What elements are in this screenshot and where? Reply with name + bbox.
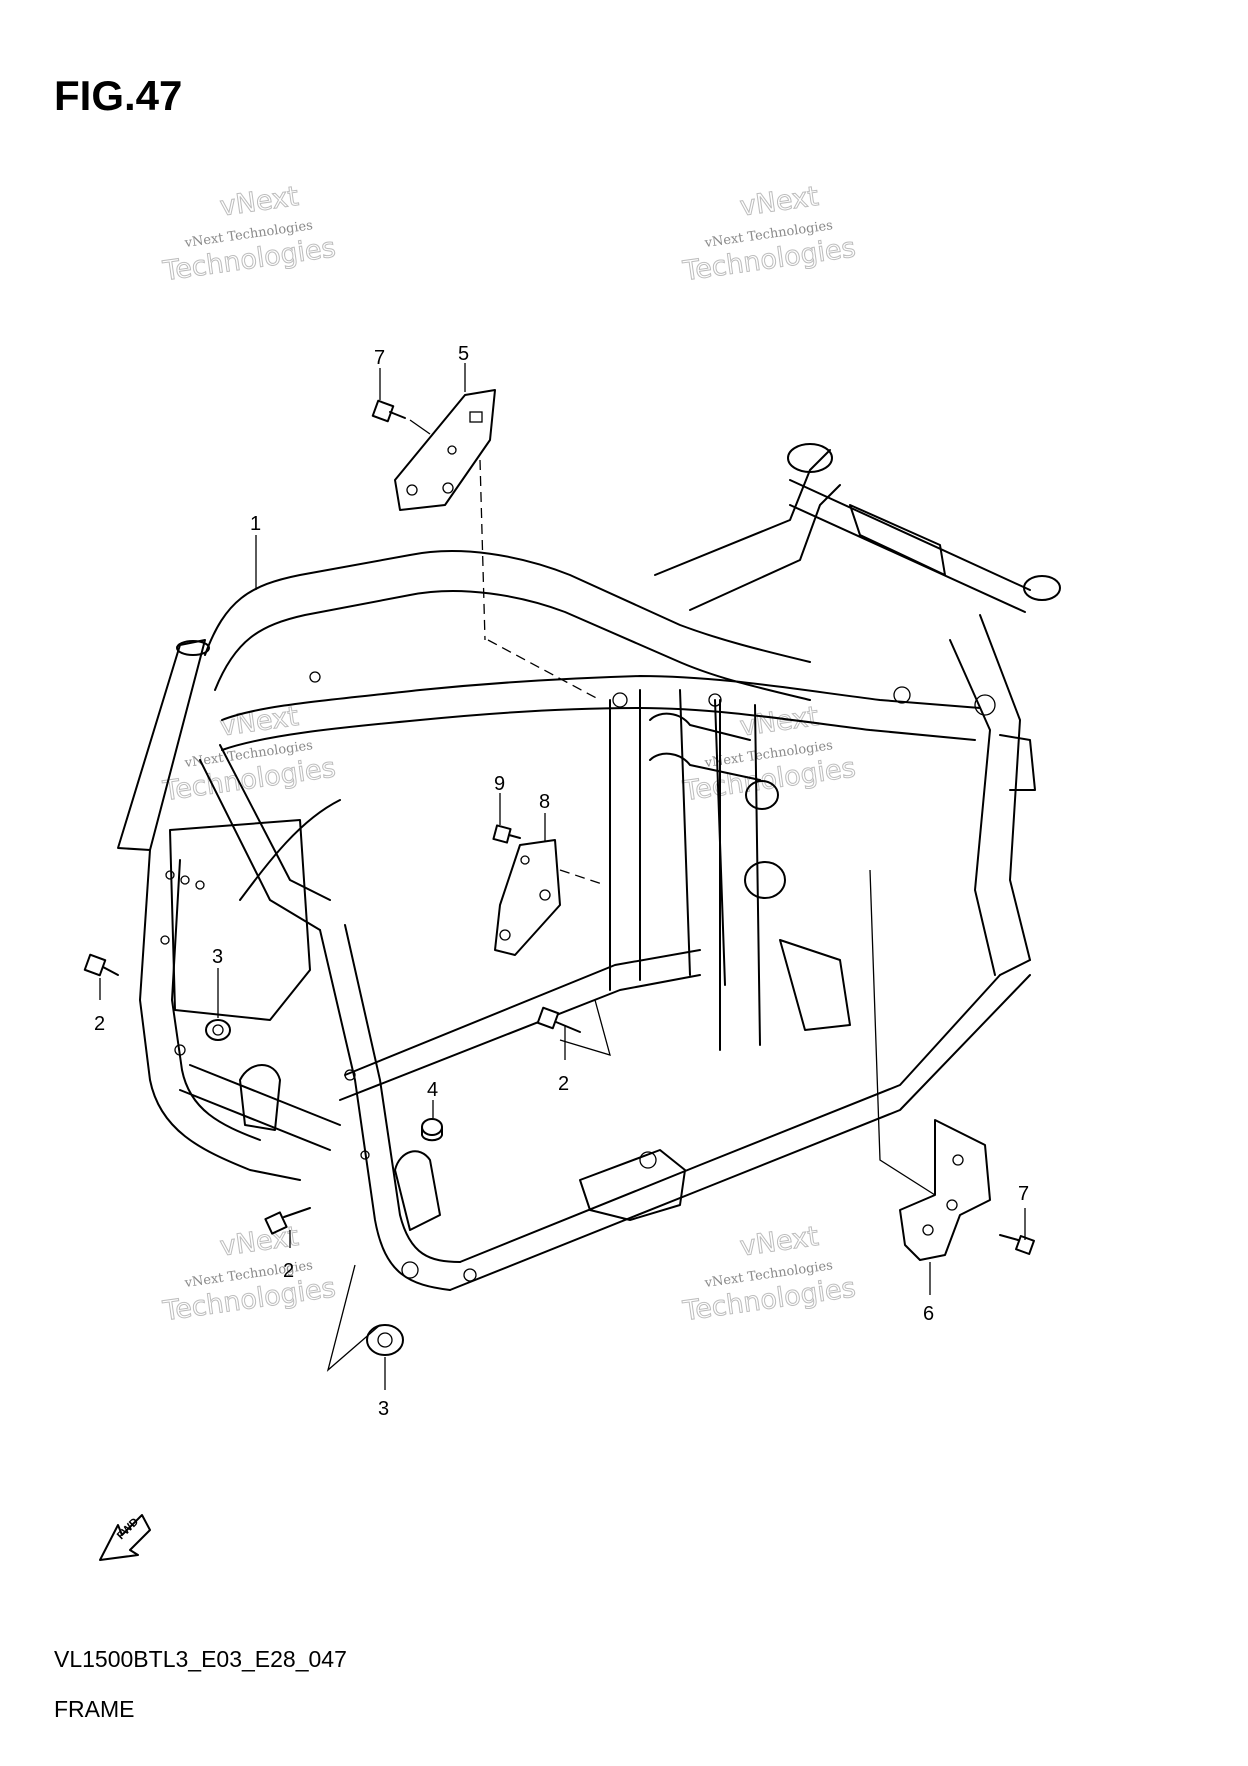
watermark-text: vNext — [218, 181, 300, 223]
leader-6-line — [869, 869, 936, 1196]
part-2-bolt-center — [536, 1006, 581, 1033]
part-2-bolt-bottom — [264, 1207, 311, 1235]
part-7-bolt-lower — [999, 1234, 1035, 1255]
leader-7-top-line — [409, 419, 431, 435]
callout-leaders — [99, 363, 1026, 1390]
dash-line-8 — [559, 869, 606, 886]
callout-2-left: 2 — [94, 1013, 105, 1035]
watermark-text: vNext — [738, 181, 820, 223]
part-5-bracket — [394, 389, 496, 511]
callout-2-bottom: 2 — [283, 1260, 294, 1282]
part-8-bracket — [494, 839, 561, 956]
callout-5: 5 — [458, 343, 469, 365]
section-name: FRAME — [54, 1696, 135, 1722]
fwd-arrow-icon: FWD — [99, 1514, 151, 1561]
dash-line-5 — [479, 459, 486, 641]
watermark-mid-center: vNext Technologies Technologies vNext — [680, 701, 858, 808]
callout-8: 8 — [539, 791, 550, 813]
watermark-text: vNext — [738, 1221, 820, 1263]
callout-1: 1 — [250, 513, 261, 535]
callout-3-upper: 3 — [212, 946, 223, 968]
leader-3-lower-wedge — [326, 1264, 381, 1372]
callout-7-top: 7 — [374, 347, 385, 369]
callout-4: 4 — [427, 1079, 438, 1101]
callout-3-lower: 3 — [378, 1398, 389, 1420]
watermark-mid-left: vNext Technologies Technologies vNext — [160, 701, 338, 808]
part-3-nut-lower — [366, 1324, 404, 1356]
watermark-top-left: vNext Technologies Technologies vNext — [160, 181, 338, 288]
callout-labels: 1 2 2 2 3 3 4 5 6 7 7 8 9 — [94, 343, 1029, 1420]
dash-line-5b — [487, 639, 601, 701]
callout-6: 6 — [923, 1303, 934, 1325]
part-4-grommet — [421, 1118, 443, 1142]
part-2-bolt-left — [83, 953, 119, 977]
part-6-bracket — [899, 1119, 991, 1261]
watermark-top-center: vNext Technologies Technologies vNext — [680, 181, 858, 288]
figure-title: FIG.47 — [54, 72, 183, 119]
main-frame — [117, 443, 1061, 1291]
watermark-low-left: vNext Technologies Technologies vNext — [160, 1221, 338, 1328]
part-9-bolt — [492, 824, 521, 844]
watermark-low-center: vNext Technologies Technologies vNext — [680, 1221, 858, 1328]
callout-7-lower: 7 — [1018, 1183, 1029, 1205]
part-3-nut-upper — [205, 1019, 231, 1041]
leader-2-center-wedge — [559, 999, 611, 1056]
watermark-group: vNext Technologies Technologies vNext vN… — [160, 181, 858, 1328]
callout-2-center: 2 — [558, 1073, 569, 1095]
model-code: VL1500BTL3_E03_E28_047 — [54, 1646, 347, 1672]
callout-9: 9 — [494, 773, 505, 795]
part-7-bolt-top — [371, 399, 406, 423]
watermark-text: vNext — [218, 701, 300, 743]
watermark-text: vNext — [218, 1221, 300, 1263]
